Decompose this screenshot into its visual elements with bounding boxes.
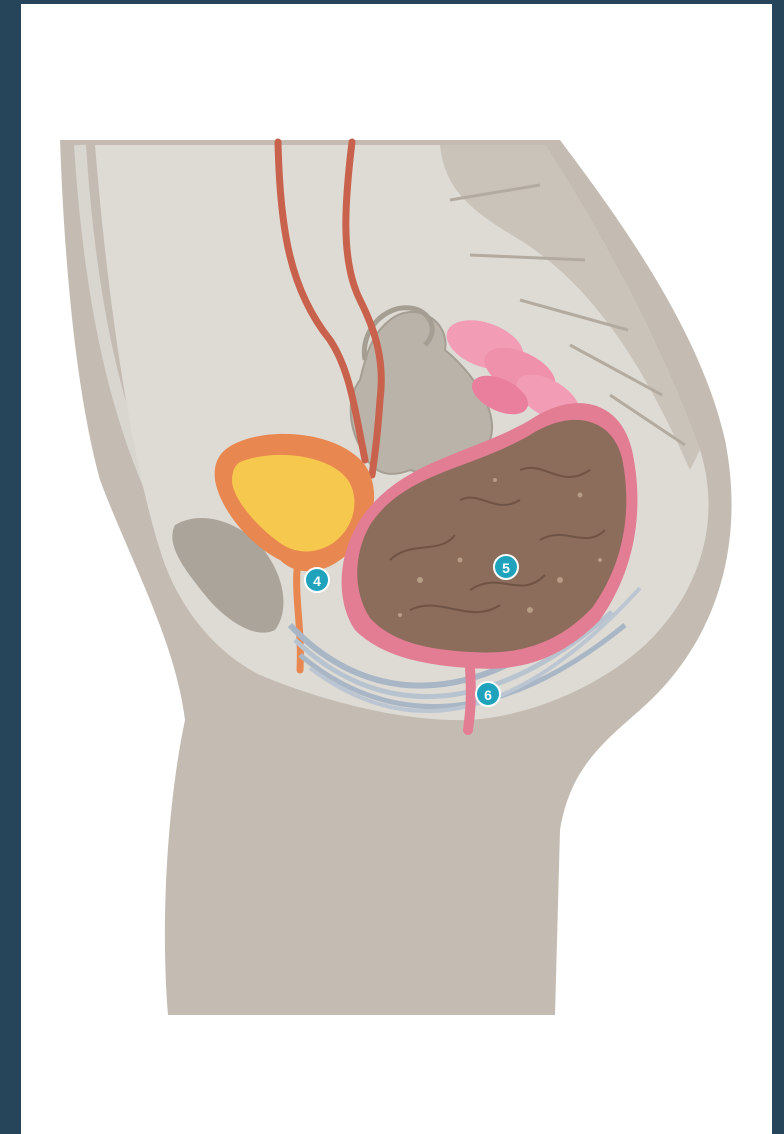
number-marker-5[interactable]: 5 <box>494 555 518 579</box>
marker-4-label: 4 <box>313 573 321 589</box>
marker-5-label: 5 <box>502 560 510 576</box>
number-marker-4[interactable]: 4 <box>305 568 329 592</box>
number-marker-6[interactable]: 6 <box>476 682 500 706</box>
anal-canal <box>468 668 471 730</box>
marker-6-label: 6 <box>484 687 492 703</box>
urethra <box>297 570 301 670</box>
